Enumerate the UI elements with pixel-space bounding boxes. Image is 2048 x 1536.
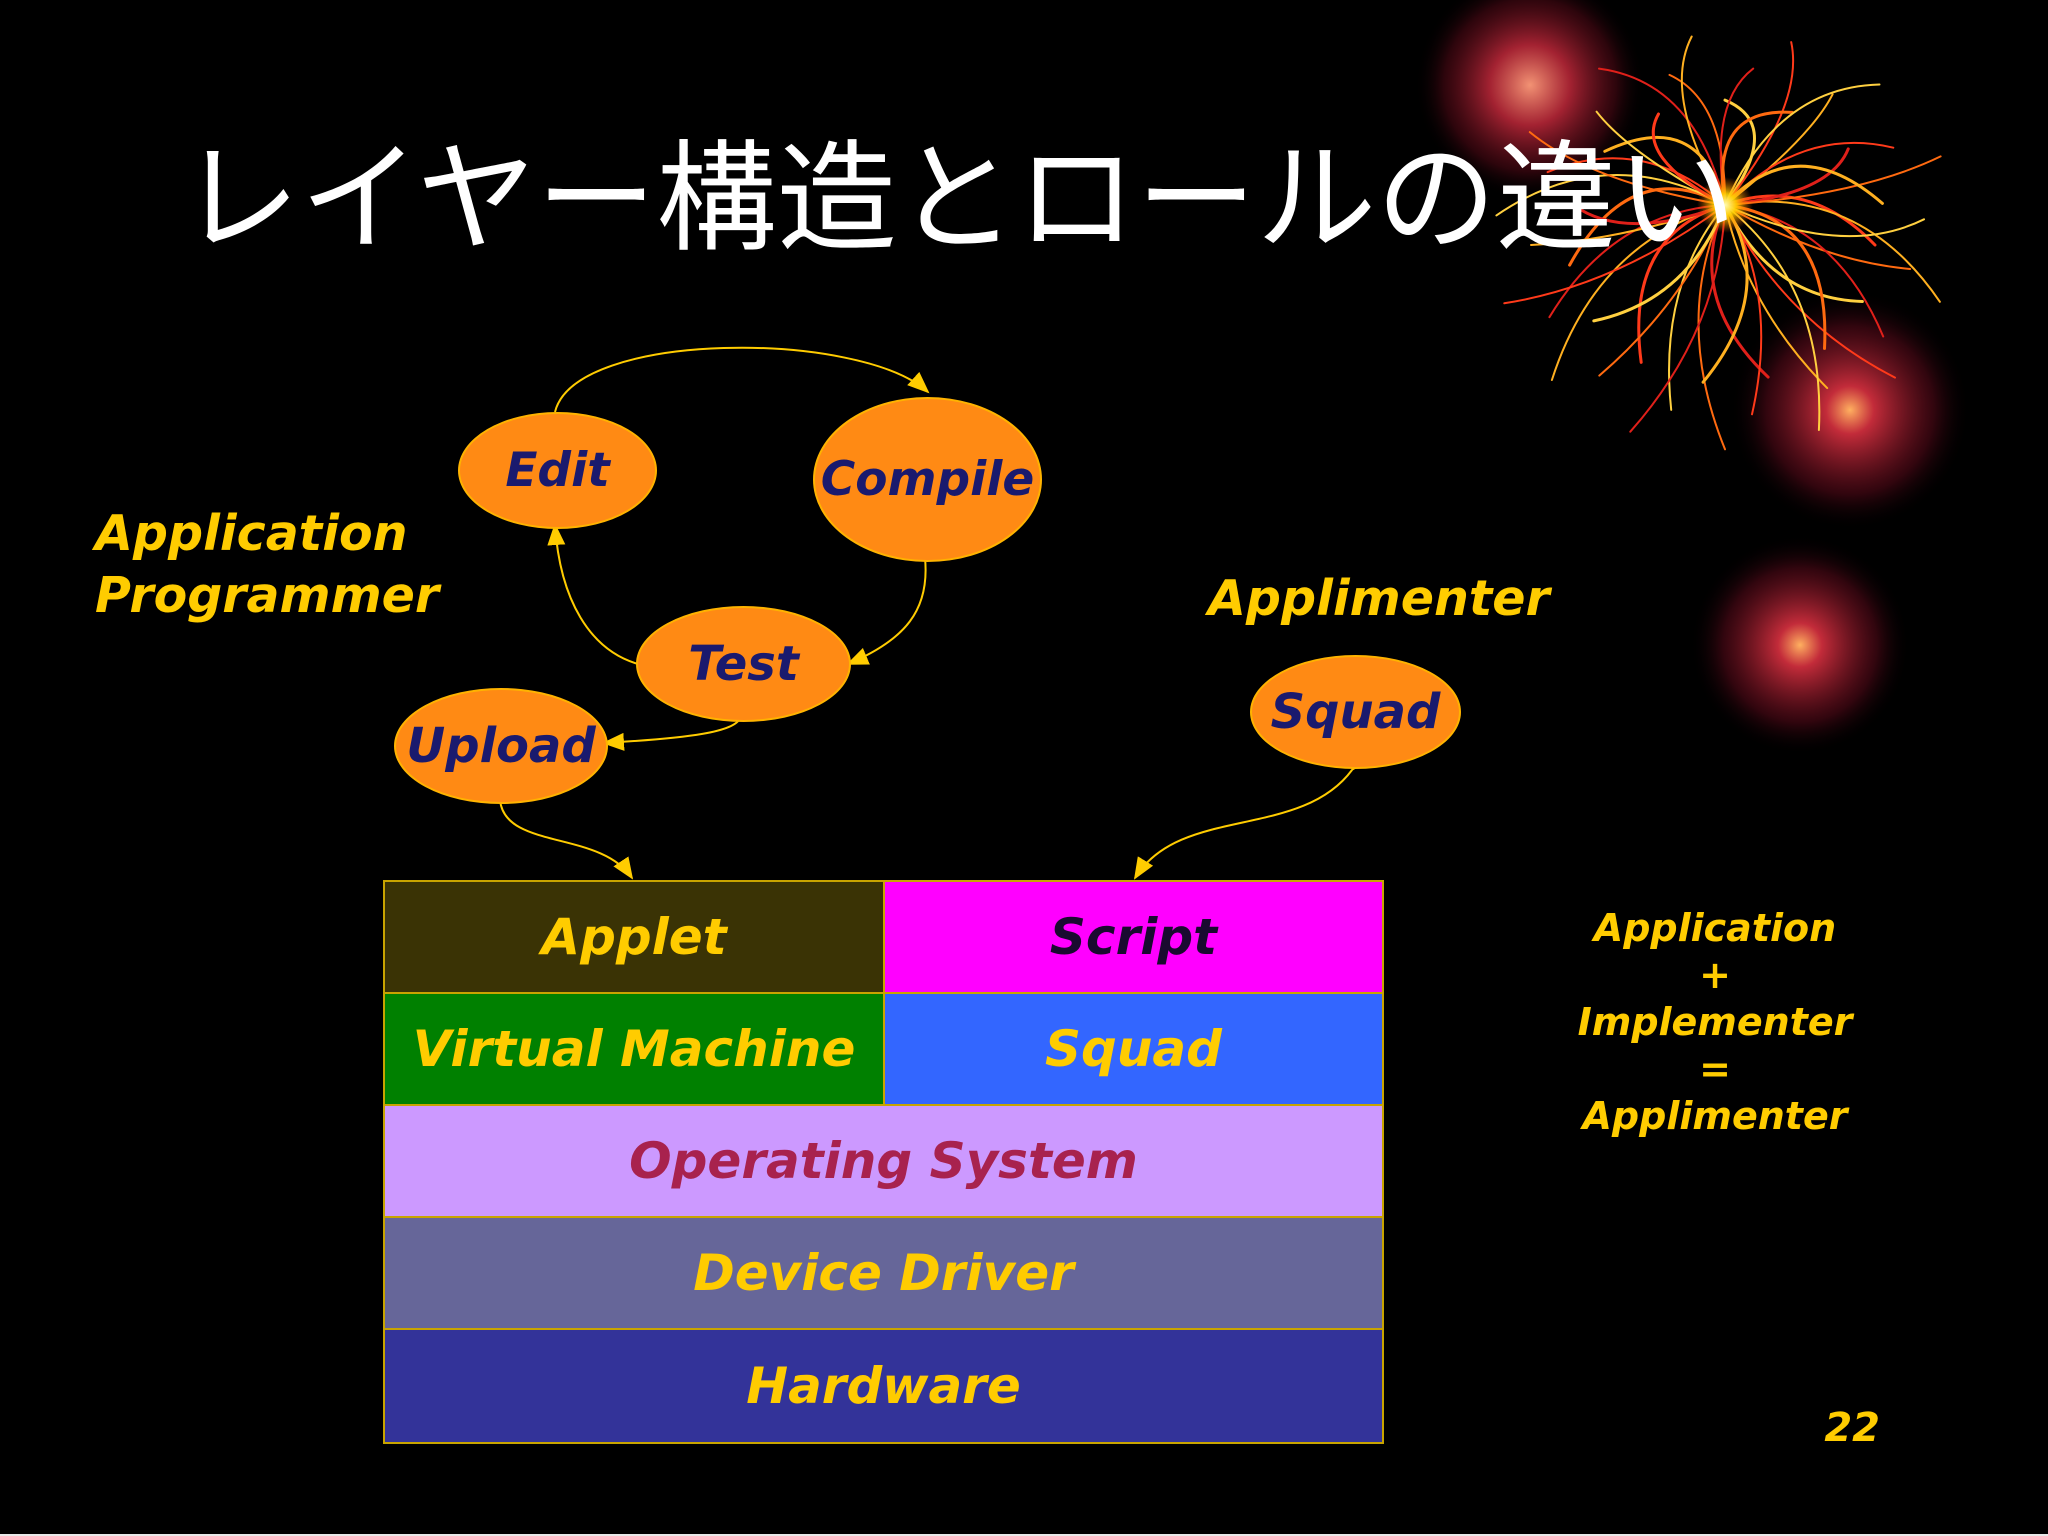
node-compile[interactable]: Compile xyxy=(813,397,1042,562)
equation-line: + xyxy=(1699,953,1731,997)
arrow-test-to-upload xyxy=(602,717,741,751)
layer-script[interactable]: Script xyxy=(883,880,1384,994)
equation-line: Applimenter xyxy=(1582,1094,1848,1138)
node-edit[interactable]: Edit xyxy=(458,412,657,529)
layer-squad[interactable]: Squad xyxy=(883,992,1384,1106)
firework-streak xyxy=(1629,204,1726,433)
equation-line: Application xyxy=(1593,906,1837,950)
node-squad[interactable]: Squad xyxy=(1250,655,1461,769)
role-application-programmer: Application Programmer xyxy=(95,503,439,627)
firework-streak xyxy=(1503,204,1726,305)
node-upload[interactable]: Upload xyxy=(394,688,608,804)
equation-line: Implementer xyxy=(1577,1000,1853,1044)
arrow-squad-to-stack[interactable] xyxy=(1133,748,1372,880)
firework-streak xyxy=(1680,35,1726,206)
layer-hardware[interactable]: Hardware xyxy=(383,1328,1384,1444)
applimenter-equation: Application + Implementer = Applimenter xyxy=(1560,905,1870,1140)
firework-streak xyxy=(1598,67,1726,206)
arrow-edit-to-compile xyxy=(554,346,930,413)
role-applimenter: Applimenter xyxy=(1208,570,1550,627)
equation-line: = xyxy=(1699,1047,1731,1091)
layer-virtual-machine[interactable]: Virtual Machine xyxy=(383,992,885,1106)
firework-streak xyxy=(1724,83,1881,206)
bottom-edge xyxy=(0,1534,2048,1536)
layer-device-driver[interactable]: Device Driver xyxy=(383,1216,1384,1330)
firework-streak xyxy=(1724,155,1942,206)
glow-orb xyxy=(1415,0,1645,200)
glow-orb xyxy=(1730,290,1970,530)
firework-streak xyxy=(1528,131,1726,206)
role-line: Application xyxy=(95,505,408,562)
firework-streak xyxy=(1724,41,1795,206)
arrow-upload-to-stack xyxy=(499,799,634,880)
role-line: Programmer xyxy=(95,567,440,624)
glow-orb xyxy=(1690,535,1910,755)
arrow-test-to-edit xyxy=(547,523,639,665)
firework-core xyxy=(1697,177,1753,233)
slide-title: レイヤー構造とロールの違い xyxy=(180,130,1737,269)
firework-streak xyxy=(1724,204,1821,431)
layer-operating-system[interactable]: Operating System xyxy=(383,1104,1384,1218)
firework-streak xyxy=(1724,204,1925,238)
arrow-compile-to-test xyxy=(846,557,927,665)
page-number: 22 xyxy=(1824,1405,1880,1451)
layer-applet[interactable]: Applet xyxy=(383,880,885,994)
node-test[interactable]: Test xyxy=(636,606,851,722)
